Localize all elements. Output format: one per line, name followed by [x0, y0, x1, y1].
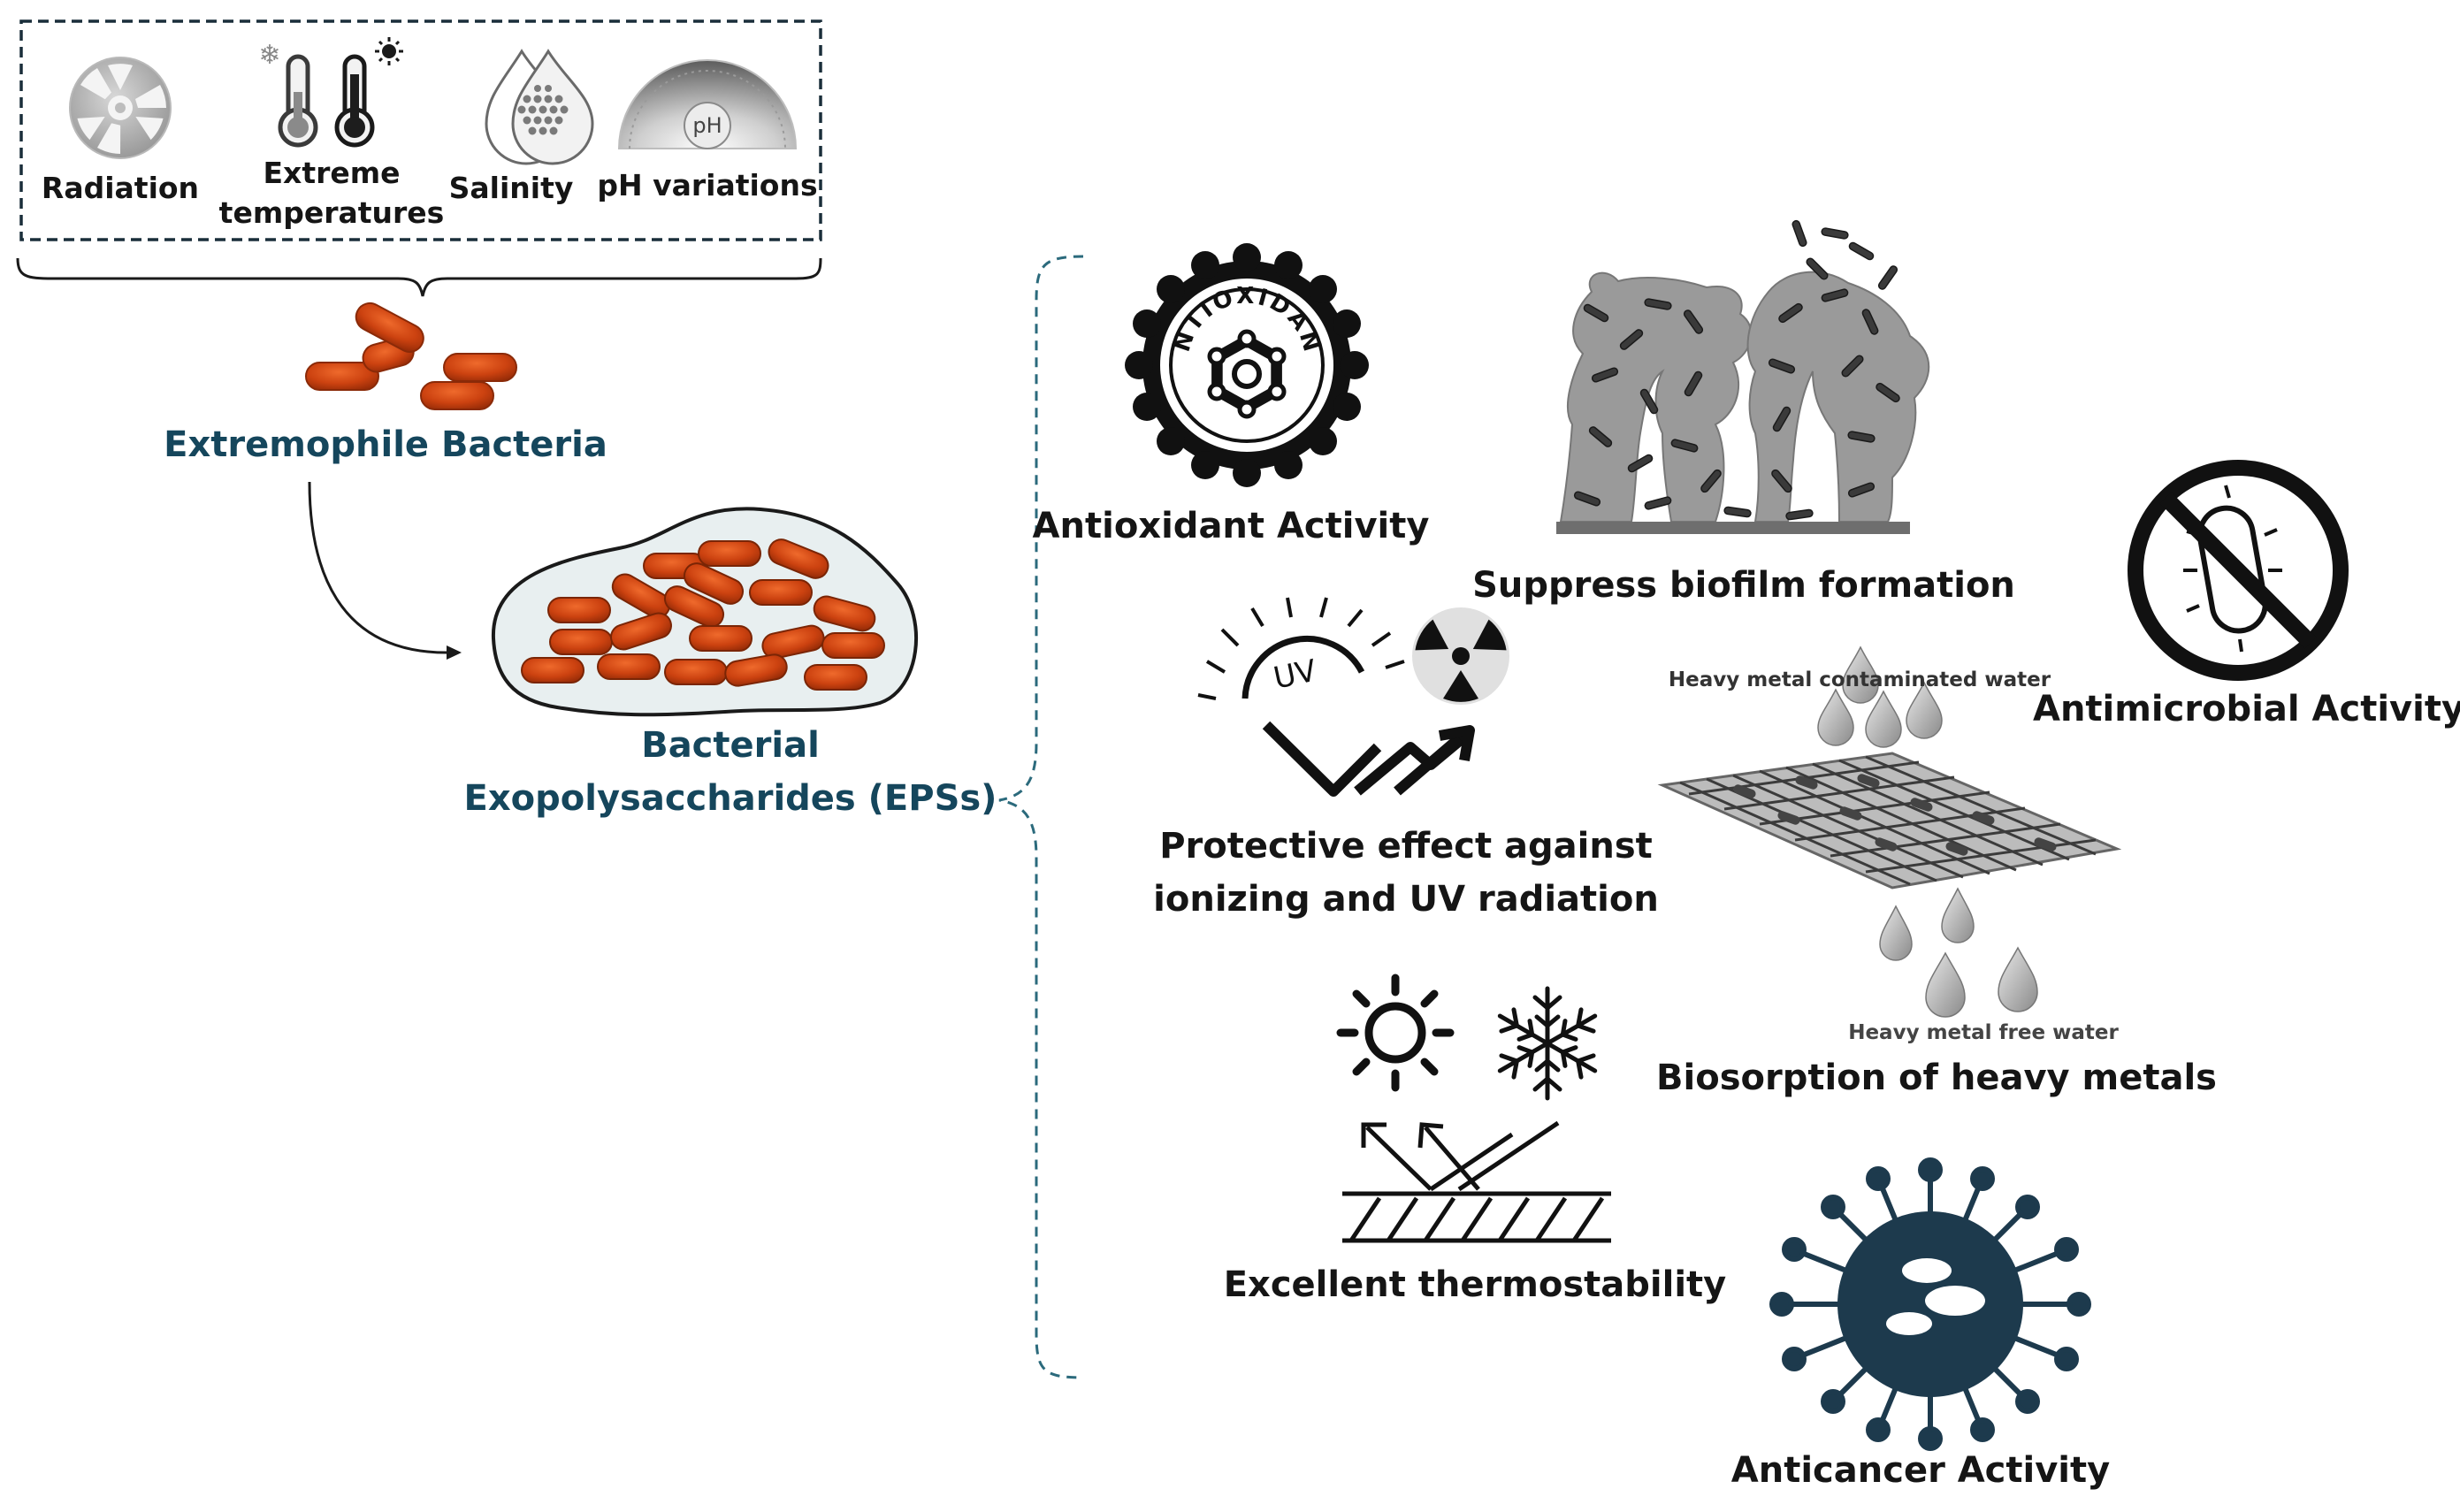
salinity-icon: [485, 49, 594, 165]
heavy-metal-filter-icon: [1657, 645, 2122, 1018]
radiation-symbol-icon: [1412, 607, 1509, 705]
flow-arrowhead: [447, 645, 462, 660]
temperatures-label-line1: Extreme: [263, 156, 400, 190]
antioxidant-badge-icon: ANTIOXIDANT: [1125, 243, 1369, 487]
heavy-metal-free-label: Heavy metal free water: [1848, 1021, 2119, 1044]
flow-arrow: [308, 481, 447, 654]
heavy-metal-contaminated-label: Heavy metal contaminated water: [1669, 668, 2051, 691]
activities-brace: [998, 255, 1084, 1379]
ph-icon-text: pH: [692, 113, 722, 138]
salinity-label: Salinity: [449, 171, 574, 205]
radiation-label: Radiation: [42, 171, 199, 205]
extremophile-bacteria-label: Extremophile Bacteria: [164, 424, 607, 465]
antioxidant-activity-label: Antioxidant Activity: [1033, 506, 1430, 546]
eps-label-line2: Exopolysaccharides (EPSs): [464, 778, 997, 819]
snowflake-small-icon: ❄: [258, 40, 280, 71]
sun-small-icon: [375, 37, 403, 65]
snowflake-icon: [1494, 986, 1601, 1098]
eps-matrix-icon: [491, 507, 918, 717]
uv-reflect-arrows-icon: [1262, 721, 1475, 797]
eps-label-line1: Bacterial: [641, 725, 820, 766]
ph-variations-label: pH variations: [597, 168, 817, 202]
thermometer-hot-icon: [334, 37, 403, 148]
bacteria-cluster-icon: [305, 302, 517, 410]
thermostability-label: Excellent thermostability: [1224, 1264, 1727, 1305]
uv-protection-label-line2: ionizing and UV radiation: [1153, 879, 1659, 920]
thermometer-cold-icon: ❄: [258, 40, 318, 148]
uv-sun-icon: UV: [1197, 597, 1405, 700]
virus-cell-icon: [1769, 1157, 2091, 1451]
sun-icon: [1336, 974, 1455, 1092]
stressors-brace: [16, 257, 822, 297]
heat-reflection-icon: [1342, 1120, 1611, 1243]
uv-icon-text: UV: [1271, 653, 1319, 697]
biofilm-icon: [1556, 219, 1930, 534]
temperatures-label-line2: temperatures: [219, 195, 445, 230]
anticancer-activity-label: Anticancer Activity: [1731, 1450, 2110, 1491]
suppress-biofilm-label: Suppress biofilm formation: [1472, 565, 2015, 606]
no-bacteria-icon: [2128, 460, 2349, 681]
antimicrobial-activity-label: Antimicrobial Activity: [2033, 689, 2460, 729]
ph-scale-icon: pH: [617, 59, 798, 149]
stressors-panel: Radiation ❄ Extreme: [19, 19, 822, 241]
uv-protection-label-line1: Protective effect against: [1159, 826, 1653, 867]
radiation-icon: [69, 57, 172, 159]
stressors-box: [19, 19, 822, 241]
biosorption-label: Biosorption of heavy metals: [1656, 1058, 2217, 1098]
